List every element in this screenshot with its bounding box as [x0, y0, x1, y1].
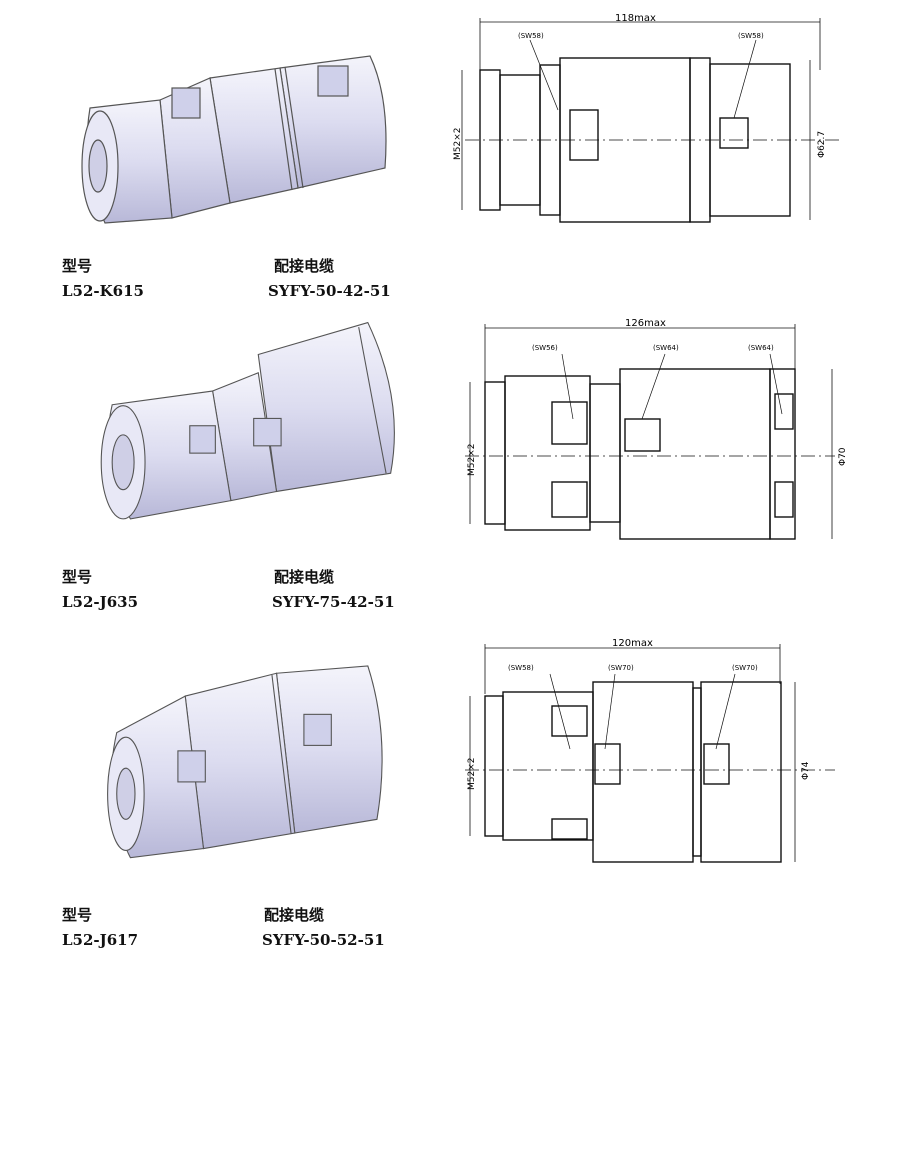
model-number: L52-J635 [62, 593, 139, 611]
cable-label: 配接电缆 [274, 257, 335, 275]
dimension-drawing: 126max (SW56) (SW64) (SW64) M52×2 Φ70 [465, 318, 848, 540]
thread-size: M52×2 [467, 444, 477, 476]
wrench-size: (SW58) [738, 32, 764, 40]
cable-label: 配接电缆 [274, 568, 335, 586]
outer-diameter: Φ62.7 [817, 131, 827, 158]
thread-size: M52×2 [467, 758, 477, 790]
wrench-size: (SW58) [518, 32, 544, 40]
connector-render [107, 665, 383, 859]
wrench-size: (SW70) [732, 664, 758, 672]
connector-render [100, 321, 395, 520]
cable-model: SYFY-75-42-51 [272, 593, 395, 611]
wrench-size: (SW64) [653, 344, 679, 352]
overall-length: 118max [615, 13, 656, 24]
model-label: 型号 [62, 257, 93, 275]
thread-size: M52×2 [453, 128, 463, 160]
wrench-size: (SW64) [748, 344, 774, 352]
cable-model: SYFY-50-52-51 [262, 931, 385, 949]
wrench-size: (SW70) [608, 664, 634, 672]
model-label: 型号 [62, 568, 93, 586]
outer-diameter: Φ70 [838, 447, 848, 466]
connector-render [81, 55, 387, 224]
model-label: 型号 [62, 906, 93, 924]
dimension-drawing: 118max (SW58) (SW58) M52×2 Φ62.7 [453, 13, 840, 223]
overall-length: 120max [612, 638, 653, 649]
cable-label: 配接电缆 [264, 906, 325, 924]
overall-length: 126max [625, 318, 666, 329]
model-number: L52-K615 [62, 282, 144, 300]
outer-diameter: Φ74 [801, 761, 811, 780]
cable-model: SYFY-50-42-51 [268, 282, 391, 300]
wrench-size: (SW56) [532, 344, 558, 352]
model-number: L52-J617 [62, 931, 139, 949]
wrench-size: (SW58) [508, 664, 534, 672]
dimension-drawing: 120max (SW58) (SW70) (SW70) M52×2 Φ74 [465, 638, 835, 863]
